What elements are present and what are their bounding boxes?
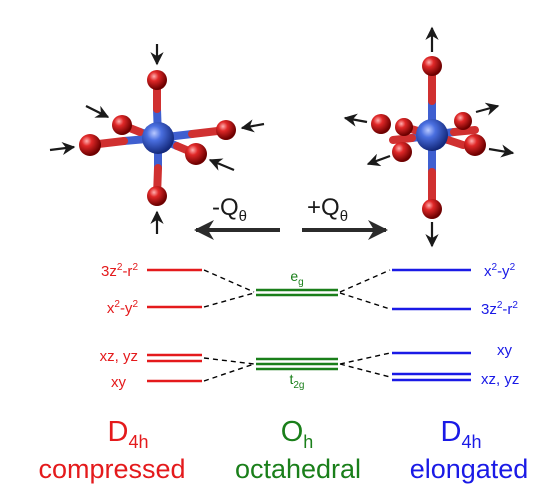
label-elongated-3z2r2: 3z2-r2 <box>481 300 518 318</box>
label-elongated-xzyz: xz, yz <box>481 371 519 388</box>
ligand-atom <box>147 186 167 206</box>
connector-line <box>339 292 391 310</box>
displacement-arrow <box>208 158 235 172</box>
group-octahedral-symbol: Oh <box>281 416 314 452</box>
group-octahedral-name: octahedral <box>235 454 361 484</box>
label-eg: eg <box>290 268 303 288</box>
ligand-atom <box>216 120 236 140</box>
connector-line <box>203 269 255 293</box>
group-elongated-symbol: D4h <box>441 416 482 452</box>
label-compressed-xy: xy <box>111 374 127 391</box>
ligand-atom <box>422 199 442 219</box>
connector-line <box>339 269 391 293</box>
label-elongated-x2y2: x2-y2 <box>484 262 516 280</box>
point-group-labels: D4h compressed Oh octahedral D4h elongat… <box>38 416 528 484</box>
connector-line <box>203 357 255 365</box>
ligand-atom <box>422 56 442 76</box>
compress-label: -Qθ <box>212 194 247 225</box>
label-compressed-x2y2: x2-y2 <box>107 299 139 317</box>
ligand-atom <box>395 118 413 136</box>
displacement-arrow <box>366 153 391 167</box>
displacement-arrow <box>488 144 515 158</box>
ligand-atom <box>79 134 101 156</box>
ligand-atom <box>454 112 472 130</box>
connector-line <box>203 292 255 308</box>
ligand-atom <box>147 70 167 90</box>
displacement-arrow <box>475 102 500 116</box>
energy-levels: 3z2-r2 x2-y2 xz, yz xy eg t2g x2-y2 3z2-… <box>100 262 520 391</box>
group-elongated-name: elongated <box>410 454 529 484</box>
connector-line <box>203 363 255 382</box>
group-compressed-name: compressed <box>38 454 185 484</box>
label-t2g: t2g <box>289 371 304 391</box>
label-compressed-3z2r2: 3z2-r2 <box>101 262 138 280</box>
ligand-atom <box>371 114 391 134</box>
connector-line <box>339 363 391 378</box>
metal-atom <box>142 122 174 154</box>
ligand-atom <box>112 115 132 135</box>
ligand-atom <box>185 143 207 165</box>
ligand-atom <box>464 134 486 156</box>
label-elongated-xy: xy <box>497 342 513 359</box>
transition-arrows: -Qθ +Qθ <box>194 194 388 240</box>
displacement-arrow <box>85 105 110 118</box>
metal-atom <box>416 119 448 151</box>
elongate-label: +Qθ <box>307 194 348 225</box>
ligand-atom <box>392 142 412 162</box>
group-compressed-symbol: D4h <box>108 416 149 452</box>
label-compressed-xzyz: xz, yz <box>100 348 138 365</box>
displacement-arrow <box>343 113 368 127</box>
connector-line <box>339 352 391 365</box>
displacement-arrow <box>49 141 76 156</box>
compressed-octahedron <box>49 44 265 234</box>
displacement-arrow <box>240 119 265 133</box>
elongated-octahedron <box>343 26 515 248</box>
